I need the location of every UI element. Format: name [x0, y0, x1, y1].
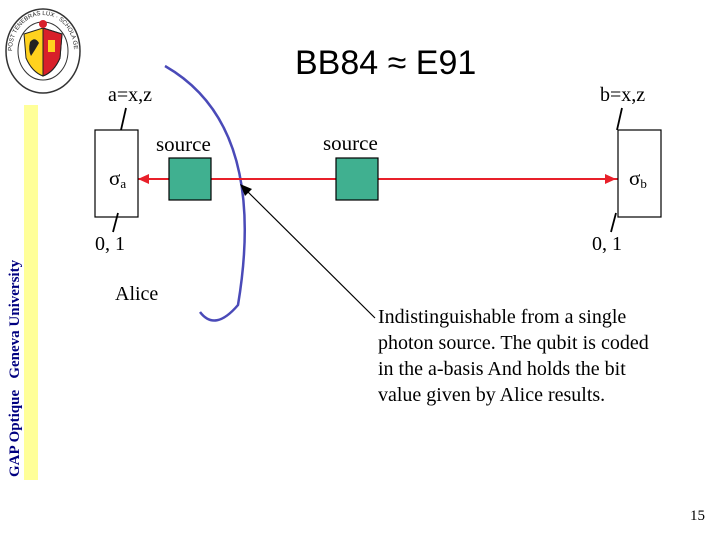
bob-outcome-pointer	[610, 212, 617, 233]
beam-arrow-left	[138, 174, 149, 184]
alice-outcome-label: 0, 1	[95, 233, 125, 255]
bob-basis-pointer	[616, 107, 623, 131]
alice-basis-pointer	[120, 107, 127, 131]
page-number: 15	[690, 508, 705, 524]
beam-arrow-right	[605, 174, 616, 184]
slide-title: BB84 ≈ E91	[295, 44, 476, 83]
title-left: BB84	[295, 44, 379, 82]
alice-basis-label: a=x,z	[108, 84, 153, 106]
bob-basis-label: b=x,z	[600, 84, 646, 106]
note-arrowhead	[240, 184, 252, 196]
university-seal-logo: POST TENEBRAS LUX · SCHOLA GENEVENSIS	[4, 6, 81, 94]
alice-boundary-arc	[164, 64, 247, 322]
center-source-box	[335, 157, 379, 201]
note-arrow	[243, 187, 376, 319]
alice-source-label: source	[156, 132, 211, 156]
alice-detector-box	[94, 129, 139, 218]
side-color-bar	[24, 105, 38, 480]
explanation-note: Indistinguishable from a single photon s…	[378, 306, 649, 406]
alice-source-box	[168, 157, 212, 201]
approx-symbol: ≈	[387, 44, 407, 82]
side-text-lab: GAP Optique	[7, 389, 23, 477]
bob-detector-box	[617, 129, 662, 218]
bob-outcome-label: 0, 1	[592, 233, 622, 255]
side-text-university: Geneva University	[7, 259, 23, 379]
alice-outcome-pointer	[112, 212, 119, 233]
title-right: E91	[415, 44, 477, 82]
center-source-label: source	[323, 131, 378, 155]
bob-observable: σb	[629, 166, 647, 191]
alice-observable: σa	[109, 166, 127, 191]
side-branding-text: GAP Optique Geneva University	[7, 260, 24, 477]
alice-name-label: Alice	[115, 283, 159, 305]
